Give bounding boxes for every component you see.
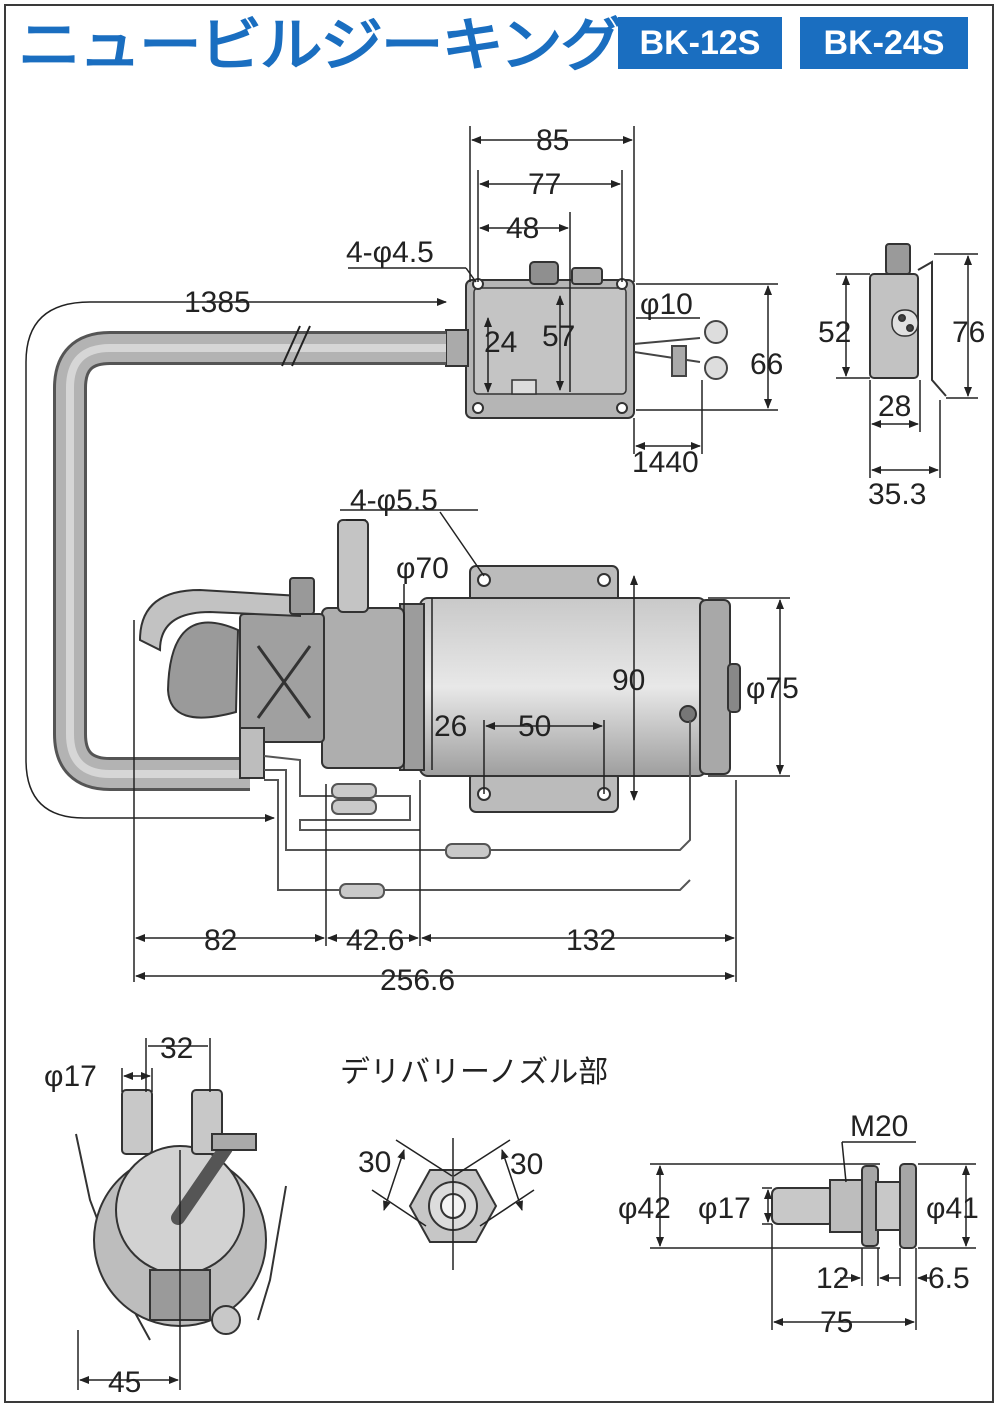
model-badge-bk12s: BK-12S bbox=[618, 17, 782, 69]
dim-48: 48 bbox=[506, 212, 539, 245]
dim-85: 85 bbox=[536, 124, 569, 157]
dim-phi75: φ75 bbox=[746, 672, 799, 705]
dim-66: 66 bbox=[750, 348, 783, 381]
dim-75: 75 bbox=[820, 1306, 853, 1339]
dim-82: 82 bbox=[204, 924, 237, 957]
nozzle-section-label: デリバリーノズル部 bbox=[340, 1055, 608, 1090]
nozzle-side-view bbox=[771, 1163, 917, 1249]
dim-phi70: φ70 bbox=[396, 552, 449, 585]
dim-6-5: 6.5 bbox=[928, 1262, 970, 1295]
dim-nozzle-30-right: 30 bbox=[510, 1148, 543, 1181]
dim-26: 26 bbox=[434, 710, 467, 743]
dim-256-6: 256.6 bbox=[380, 964, 455, 997]
dim-holes-5-5: 4-φ5.5 bbox=[350, 484, 438, 517]
dim-45: 45 bbox=[108, 1366, 141, 1399]
dim-1440: 1440 bbox=[632, 446, 699, 479]
dim-phi41: φ41 bbox=[926, 1192, 979, 1225]
dim-132: 132 bbox=[566, 924, 616, 957]
dim-32: 32 bbox=[160, 1032, 193, 1065]
dim-52: 52 bbox=[818, 316, 851, 349]
dim-m20: M20 bbox=[850, 1110, 908, 1143]
dim-phi10: φ10 bbox=[640, 288, 693, 321]
hose-dimension-line bbox=[25, 298, 447, 822]
dim-holes-4-5: 4-φ4.5 bbox=[346, 236, 434, 269]
dim-phi17: φ17 bbox=[698, 1192, 751, 1225]
product-title: ニュービルジーキング bbox=[18, 11, 623, 79]
dim-50: 50 bbox=[518, 710, 551, 743]
pump-dimension-lines bbox=[133, 509, 790, 982]
model-badge-bk24s: BK-24S bbox=[800, 17, 968, 69]
drawing-frame bbox=[4, 4, 994, 1403]
hose bbox=[53, 331, 446, 791]
dim-28: 28 bbox=[878, 390, 911, 423]
dim-24: 24 bbox=[484, 326, 517, 359]
controller-box bbox=[445, 261, 635, 419]
dim-42-6: 42.6 bbox=[346, 924, 404, 957]
dim-90: 90 bbox=[612, 664, 645, 697]
dim-nozzle-30-left: 30 bbox=[358, 1146, 391, 1179]
nozzle-side-dimension-lines bbox=[650, 1141, 976, 1330]
pump-front-view bbox=[75, 1089, 287, 1341]
nozzle-front-dimension-lines bbox=[371, 1138, 535, 1270]
pump-wiring bbox=[263, 720, 691, 899]
front-view-dimension-lines bbox=[77, 1038, 211, 1390]
dim-57: 57 bbox=[542, 320, 575, 353]
dim-phi42: φ42 bbox=[618, 1192, 671, 1225]
dim-12: 12 bbox=[816, 1262, 849, 1295]
dim-35-3: 35.3 bbox=[868, 478, 926, 511]
side-view-dimension-lines bbox=[836, 253, 978, 478]
dim-1385: 1385 bbox=[184, 286, 251, 319]
controller-side-view bbox=[869, 243, 947, 397]
dim-76: 76 bbox=[952, 316, 985, 349]
dim-front-phi17: φ17 bbox=[44, 1060, 97, 1093]
controller-dimension-lines bbox=[348, 126, 778, 454]
dimension-labels: 85 77 48 4-φ4.5 1385 24 57 φ10 66 1440 5… bbox=[44, 124, 985, 1399]
dim-77: 77 bbox=[528, 168, 561, 201]
controller-cable bbox=[633, 320, 728, 380]
